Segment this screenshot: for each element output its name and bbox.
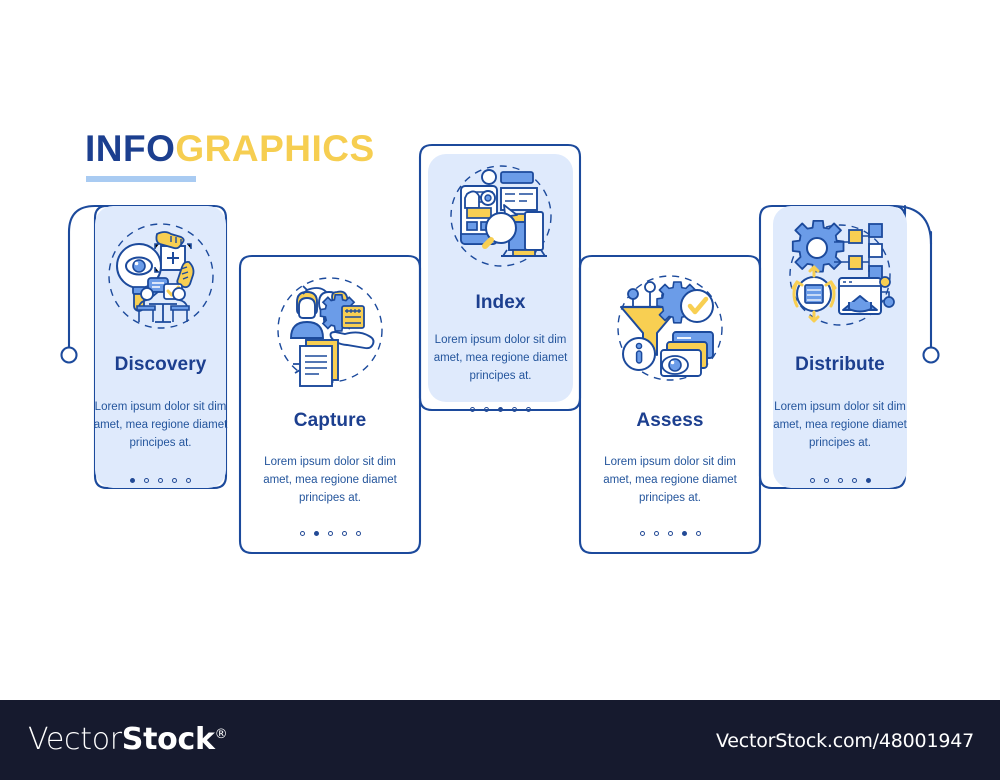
progress-dot-5[interactable] — [186, 478, 191, 484]
progress-dot-5[interactable] — [865, 478, 871, 484]
progress-dot-5[interactable] — [355, 531, 361, 537]
progress-dot-2[interactable] — [313, 531, 319, 537]
progress-dot-4[interactable] — [851, 478, 857, 484]
progress-dots[interactable] — [299, 531, 361, 537]
vectorstock-logo: VectorStock® — [28, 722, 228, 757]
distribute-gear-network-icon — [781, 220, 899, 336]
step-card-assess[interactable]: Assess Lorem ipsum dolor sit dim amet, m… — [580, 256, 760, 553]
progress-dot-3[interactable] — [837, 478, 843, 484]
progress-dot-4[interactable] — [681, 531, 687, 537]
progress-dot-2[interactable] — [144, 478, 149, 484]
progress-dot-1[interactable] — [809, 478, 815, 484]
progress-dot-5[interactable] — [695, 531, 701, 537]
progress-dot-5[interactable] — [526, 407, 531, 413]
page-title-part-one: INFO — [85, 128, 176, 169]
progress-dot-4[interactable] — [172, 478, 177, 484]
vectorstock-logo-thin: Vector — [28, 722, 122, 757]
progress-dot-4[interactable] — [512, 407, 517, 413]
card-title: Discovery — [114, 354, 207, 375]
progress-dots[interactable] — [470, 407, 531, 413]
registered-mark-icon: ® — [214, 727, 228, 742]
progress-dot-1[interactable] — [639, 531, 645, 537]
discovery-magnifier-eye-icon — [103, 220, 219, 336]
page-title: INFOGRAPHICS — [85, 130, 375, 167]
progress-dot-2[interactable] — [653, 531, 659, 537]
card-title: Index — [475, 292, 526, 313]
progress-dots[interactable] — [639, 531, 701, 537]
step-card-discovery[interactable]: Discovery Lorem ipsum dolor sit dim amet… — [94, 206, 227, 488]
progress-dot-3[interactable] — [158, 478, 163, 484]
card-description: Lorem ipsum dolor sit dim amet, mea regi… — [603, 456, 737, 504]
progress-dots[interactable] — [809, 478, 871, 484]
progress-dot-2[interactable] — [484, 407, 489, 413]
step-card-index[interactable]: Index Lorem ipsum dolor sit dim amet, me… — [428, 154, 573, 413]
capture-document-idea-icon — [271, 272, 389, 390]
progress-dot-1[interactable] — [299, 531, 305, 537]
card-title: Distribute — [795, 354, 885, 375]
progress-dot-1[interactable] — [470, 407, 475, 413]
progress-dot-4[interactable] — [341, 531, 347, 537]
card-title: Assess — [636, 410, 704, 431]
progress-dot-3[interactable] — [498, 407, 503, 413]
watermark-footer: VectorStock® VectorStock.com/48001947 — [0, 700, 1000, 780]
progress-dot-3[interactable] — [327, 531, 333, 537]
card-description: Lorem ipsum dolor sit dim amet, mea regi… — [93, 401, 228, 449]
card-title: Capture — [293, 410, 367, 431]
step-card-capture[interactable]: Capture Lorem ipsum dolor sit dim amet, … — [240, 256, 420, 553]
progress-dots[interactable] — [130, 478, 191, 484]
card-description: Lorem ipsum dolor sit dim amet, mea regi… — [263, 456, 397, 504]
step-card-distribute[interactable]: Distribute Lorem ipsum dolor sit dim ame… — [773, 206, 907, 488]
index-devices-search-icon — [443, 164, 559, 276]
title-underline-rule — [86, 176, 196, 182]
card-description: Lorem ipsum dolor sit dim amet, mea regi… — [773, 401, 907, 449]
vectorstock-url: VectorStock.com/48001947 — [715, 730, 974, 752]
progress-dot-2[interactable] — [823, 478, 829, 484]
assess-funnel-gear-icon — [611, 272, 729, 390]
progress-dot-3[interactable] — [667, 531, 673, 537]
page-title-part-two: GRAPHICS — [175, 128, 375, 169]
vectorstock-logo-bold: Stock — [121, 722, 215, 757]
progress-dot-1[interactable] — [130, 478, 135, 484]
card-description: Lorem ipsum dolor sit dim amet, mea regi… — [433, 334, 568, 382]
